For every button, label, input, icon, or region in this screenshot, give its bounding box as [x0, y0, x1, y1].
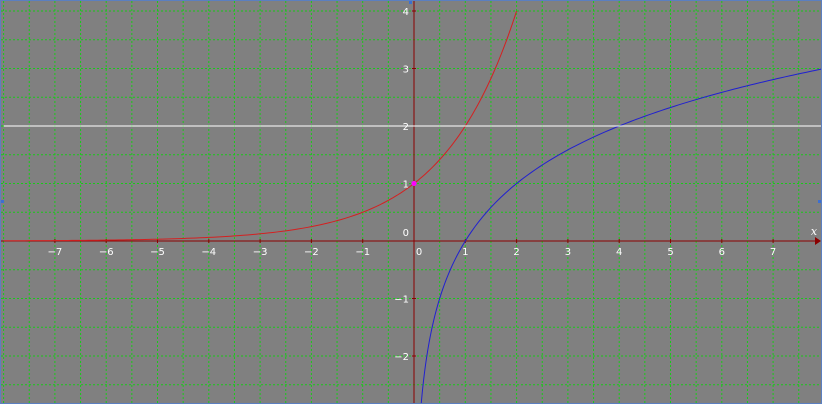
x-tick-label: 2	[513, 247, 519, 258]
y-tick-label: 0	[403, 228, 409, 239]
resize-handle-right[interactable]	[818, 200, 821, 203]
y-tick-label: −1	[394, 295, 409, 306]
x-axis-name: x	[811, 225, 818, 238]
x-tick-label: 1	[462, 247, 468, 258]
x-tick-label: −5	[150, 247, 165, 258]
x-tick-label: 6	[719, 247, 725, 258]
x-tick-label: −7	[48, 247, 63, 258]
y-tick-label: 4	[403, 7, 409, 18]
y-tick-label: 3	[403, 65, 409, 76]
x-tick-label: −2	[304, 247, 319, 258]
x-tick-label: 7	[770, 247, 776, 258]
y-tick-label: 1	[403, 180, 409, 191]
y-tick-label: −2	[394, 352, 409, 363]
x-tick-label: −1	[355, 247, 370, 258]
marked-point-0	[411, 181, 417, 186]
resize-handle-top[interactable]	[409, 1, 412, 4]
marked-points	[411, 181, 417, 186]
x-tick-label: 4	[616, 247, 622, 258]
series-curves	[3, 10, 821, 403]
x-tick-label: −4	[201, 247, 216, 258]
x-axis-arrow	[815, 237, 821, 245]
x-tick-label: −6	[99, 247, 114, 258]
resize-handle-left[interactable]	[1, 200, 4, 203]
x-tick-label: 5	[667, 247, 673, 258]
series-curve-1	[420, 68, 821, 403]
x-tick-label: 0	[416, 247, 422, 258]
x-tick-label: −3	[253, 247, 268, 258]
x-tick-label: 3	[565, 247, 571, 258]
y-tick-label: 2	[403, 122, 409, 133]
